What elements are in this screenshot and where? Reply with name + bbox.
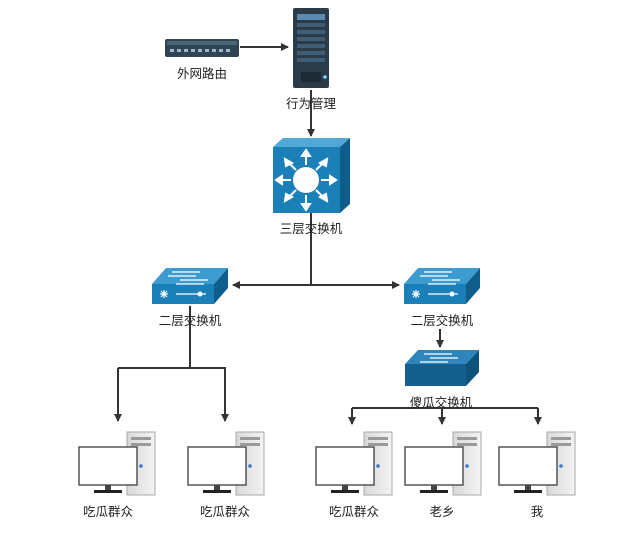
l2-switch-right-label: 二层交换机 (411, 313, 474, 328)
router-icon (165, 39, 239, 57)
desktop-pc-icon (78, 431, 156, 496)
l2-switch-right-node[interactable]: 二层交换机 (404, 268, 480, 328)
pc-node-4[interactable]: 老乡 (404, 431, 482, 519)
pc-node-5[interactable]: 我 (498, 431, 576, 519)
dumb-switch-icon (405, 350, 479, 386)
l2-switch-left-icon (152, 268, 228, 304)
pc5-label: 我 (531, 504, 544, 519)
server-label: 行为管理 (286, 96, 337, 111)
l3-switch-icon (273, 138, 350, 213)
dumb-switch-node[interactable]: 傻瓜交换机 (405, 350, 479, 410)
desktop-pc-icon (187, 431, 265, 496)
pc-node-3[interactable]: 吃瓜群众 (315, 431, 393, 519)
desktop-pc-icon (315, 431, 393, 496)
l3-switch-node[interactable]: 三层交换机 (273, 138, 350, 236)
pc-node-2[interactable]: 吃瓜群众 (187, 431, 265, 519)
pc4-label: 老乡 (429, 504, 454, 519)
router-label: 外网路由 (177, 66, 227, 81)
desktop-pc-icon (498, 431, 576, 496)
pc-node-1[interactable]: 吃瓜群众 (78, 431, 156, 519)
server-node[interactable]: 行为管理 (286, 8, 337, 111)
pc3-label: 吃瓜群众 (329, 504, 379, 519)
pc1-label: 吃瓜群众 (83, 504, 133, 519)
link-l2left-pc2 (190, 367, 229, 422)
l3-switch-label: 三层交换机 (280, 221, 343, 236)
desktop-pc-icon (404, 431, 482, 496)
connections (114, 43, 542, 425)
router-node[interactable]: 外网路由 (165, 39, 239, 81)
l2-switch-left-node[interactable]: 二层交换机 (152, 268, 228, 328)
pc2-label: 吃瓜群众 (200, 504, 250, 519)
dumb-switch-label: 傻瓜交换机 (410, 395, 473, 410)
server-tower-icon (293, 8, 329, 88)
l2-switch-right-icon (404, 268, 480, 304)
l2-switch-left-label: 二层交换机 (159, 313, 222, 328)
